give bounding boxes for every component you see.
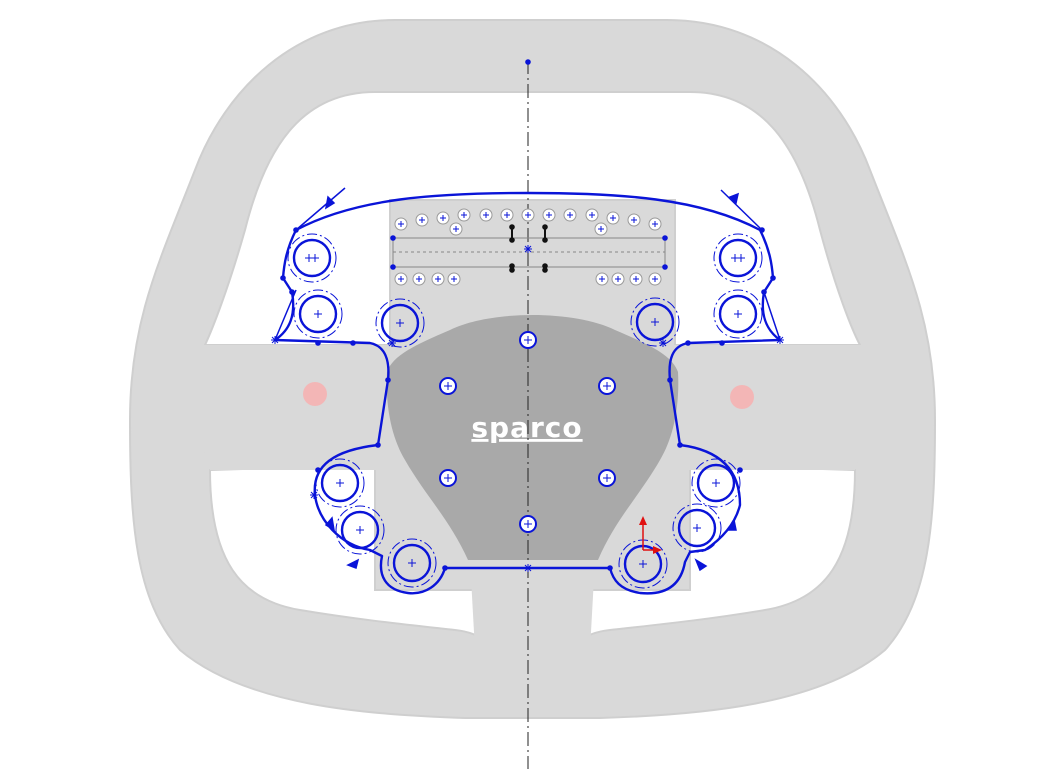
sketch-point [390,264,396,270]
screw-hole [412,272,426,286]
screw-hole [479,208,493,222]
hub-bolts [439,331,616,533]
screw-hole [449,222,463,236]
dimension-arrows [274,187,781,572]
sketch-point [776,336,784,344]
sketch-point [385,377,391,383]
sketch-point [737,467,743,473]
button-cutout-circle[interactable] [375,298,425,348]
sketch-point [607,565,613,571]
sketch-point [271,336,279,344]
screw-hole [648,217,662,231]
button-cutout-circle[interactable] [713,289,763,339]
screw-hole [563,208,577,222]
dimension-arrow-icon [728,192,740,205]
screw-hole [627,213,641,227]
origin-triad-icon [639,516,662,554]
sketch-point [293,227,299,233]
sketch-point [310,491,318,499]
screw-hole [431,272,445,286]
sketch-point [390,235,396,241]
sketch-point [719,340,725,346]
button-cutout-circle[interactable] [691,458,741,508]
button-cutout-circle[interactable] [287,233,337,283]
screw-hole [611,272,625,286]
button-cutout-circle[interactable] [315,458,365,508]
screw-hole [606,211,620,225]
sketch-point [524,564,532,572]
screw-hole [648,272,662,286]
screw-hole [394,272,408,286]
screw-hole [436,211,450,225]
sketch-point [289,289,295,295]
sketch-points [271,59,784,572]
sketch-point [667,377,673,383]
hub-bolt[interactable] [519,515,537,533]
steering-hub [386,315,679,560]
right-spoke [670,345,868,470]
button-cutout-circle[interactable] [713,233,763,283]
hub-bolt[interactable] [598,377,616,395]
sketch-point [388,339,396,347]
left-spoke [197,345,395,470]
sketch-point [375,442,381,448]
hub-bolt[interactable] [439,469,457,487]
sketch-point [677,442,683,448]
button-cutout-circle[interactable] [387,538,437,588]
sketch-point [662,235,668,241]
button-cutout-circle[interactable] [335,505,385,555]
dimension-arrow-icon [324,195,336,210]
screw-hole [447,272,461,286]
hub-bolt[interactable] [519,331,537,349]
sketch-point [442,565,448,571]
screw-hole [394,217,408,231]
sketch-point [524,245,532,253]
hub-bolt[interactable] [439,377,457,395]
screw-hole [629,272,643,286]
sketch-point [761,289,767,295]
button-cutout-circle[interactable] [672,503,722,553]
screw-hole [500,208,514,222]
sketch-point [659,339,667,347]
sketch-point [315,467,321,473]
bottom-spoke [470,560,595,650]
right-horn-button[interactable] [730,385,754,409]
screw-holes [394,208,662,286]
sparco-logo: sparco [471,411,582,444]
screw-hole [521,208,535,222]
left-horn-button[interactable] [303,382,327,406]
sketch-point [525,59,531,65]
sketch-point [280,275,286,281]
screw-hole [595,272,609,286]
sketch-point [759,227,765,233]
screw-hole [594,222,608,236]
sketch-point [685,340,691,346]
screw-hole [542,208,556,222]
screw-hole [457,208,471,222]
screw-hole [585,208,599,222]
sketch-point [770,275,776,281]
button-cutout-circle[interactable] [630,297,680,347]
sketch-point [315,340,321,346]
sketch-point [662,264,668,270]
sketch-point [350,340,356,346]
screw-hole [415,213,429,227]
button-cutout-circle[interactable] [293,289,343,339]
hub-bolt[interactable] [598,469,616,487]
upper-panel-construction [392,237,666,268]
